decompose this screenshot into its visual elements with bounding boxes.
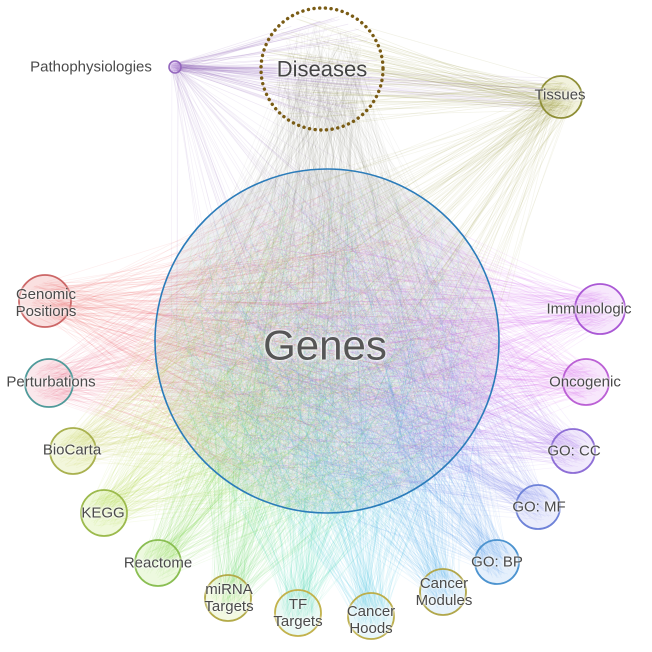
edge-fan-tissues-to-diseases [266, 15, 576, 125]
edge-fan-cancer-hoods-to-genes [167, 183, 493, 633]
node-circle-go-cc[interactable] [550, 428, 596, 474]
edge-fan-tf-targets-to-genes [168, 184, 478, 630]
node-circle-reactome[interactable] [134, 539, 182, 587]
edge-fan-go-mf-to-genes [170, 177, 553, 524]
edge-fan-pathophysiologies-to-diseases [170, 16, 378, 124]
node-circle-genes[interactable] [154, 168, 500, 514]
node-circle-diseases[interactable] [259, 6, 385, 132]
edge-fan-biocarta-to-genes [55, 182, 486, 500]
genes-area-fill [155, 169, 499, 513]
node-circle-immunologic[interactable] [574, 283, 626, 335]
edge-fan-cancer-modules-to-genes [163, 180, 494, 609]
node-circle-tf-targets[interactable] [274, 589, 322, 637]
edge-fan-genomic-positions-to-genes [26, 186, 484, 506]
node-circle-go-mf[interactable] [515, 484, 561, 530]
edge-fan-diseases-to-genes [162, 24, 490, 508]
node-circle-tissues[interactable] [539, 75, 583, 119]
edge-fan-immunologic-to-genes [162, 179, 618, 499]
node-circle-go-bp[interactable] [474, 539, 520, 585]
node-circle-mirna-targets[interactable] [204, 574, 252, 622]
edge-fan-pathophysiologies-to-genes [170, 63, 486, 457]
edge-fan-oncogenic-to-genes [169, 176, 603, 499]
edge-fan-mirna-targets-to-genes [168, 184, 486, 615]
node-circle-genomic-positions[interactable] [18, 274, 72, 328]
edge-fan-tissues-to-genes [167, 82, 577, 482]
node-circle-kegg[interactable] [80, 489, 128, 537]
node-circle-perturbations[interactable] [24, 358, 74, 408]
node-circle-cancer-modules[interactable] [419, 568, 467, 616]
node-circle-biocarta[interactable] [49, 427, 97, 475]
edge-fan-go-bp-to-genes [166, 180, 513, 579]
edge-fan-pathophysiologies-to-tissues [170, 62, 580, 115]
node-circle-pathophysiologies[interactable] [168, 60, 182, 74]
node-circle-cancer-hoods[interactable] [347, 592, 395, 640]
edge-fan-perturbations-to-genes [31, 179, 481, 507]
edge-fan-go-cc-to-genes [165, 193, 590, 499]
node-circle-oncogenic[interactable] [562, 358, 610, 406]
